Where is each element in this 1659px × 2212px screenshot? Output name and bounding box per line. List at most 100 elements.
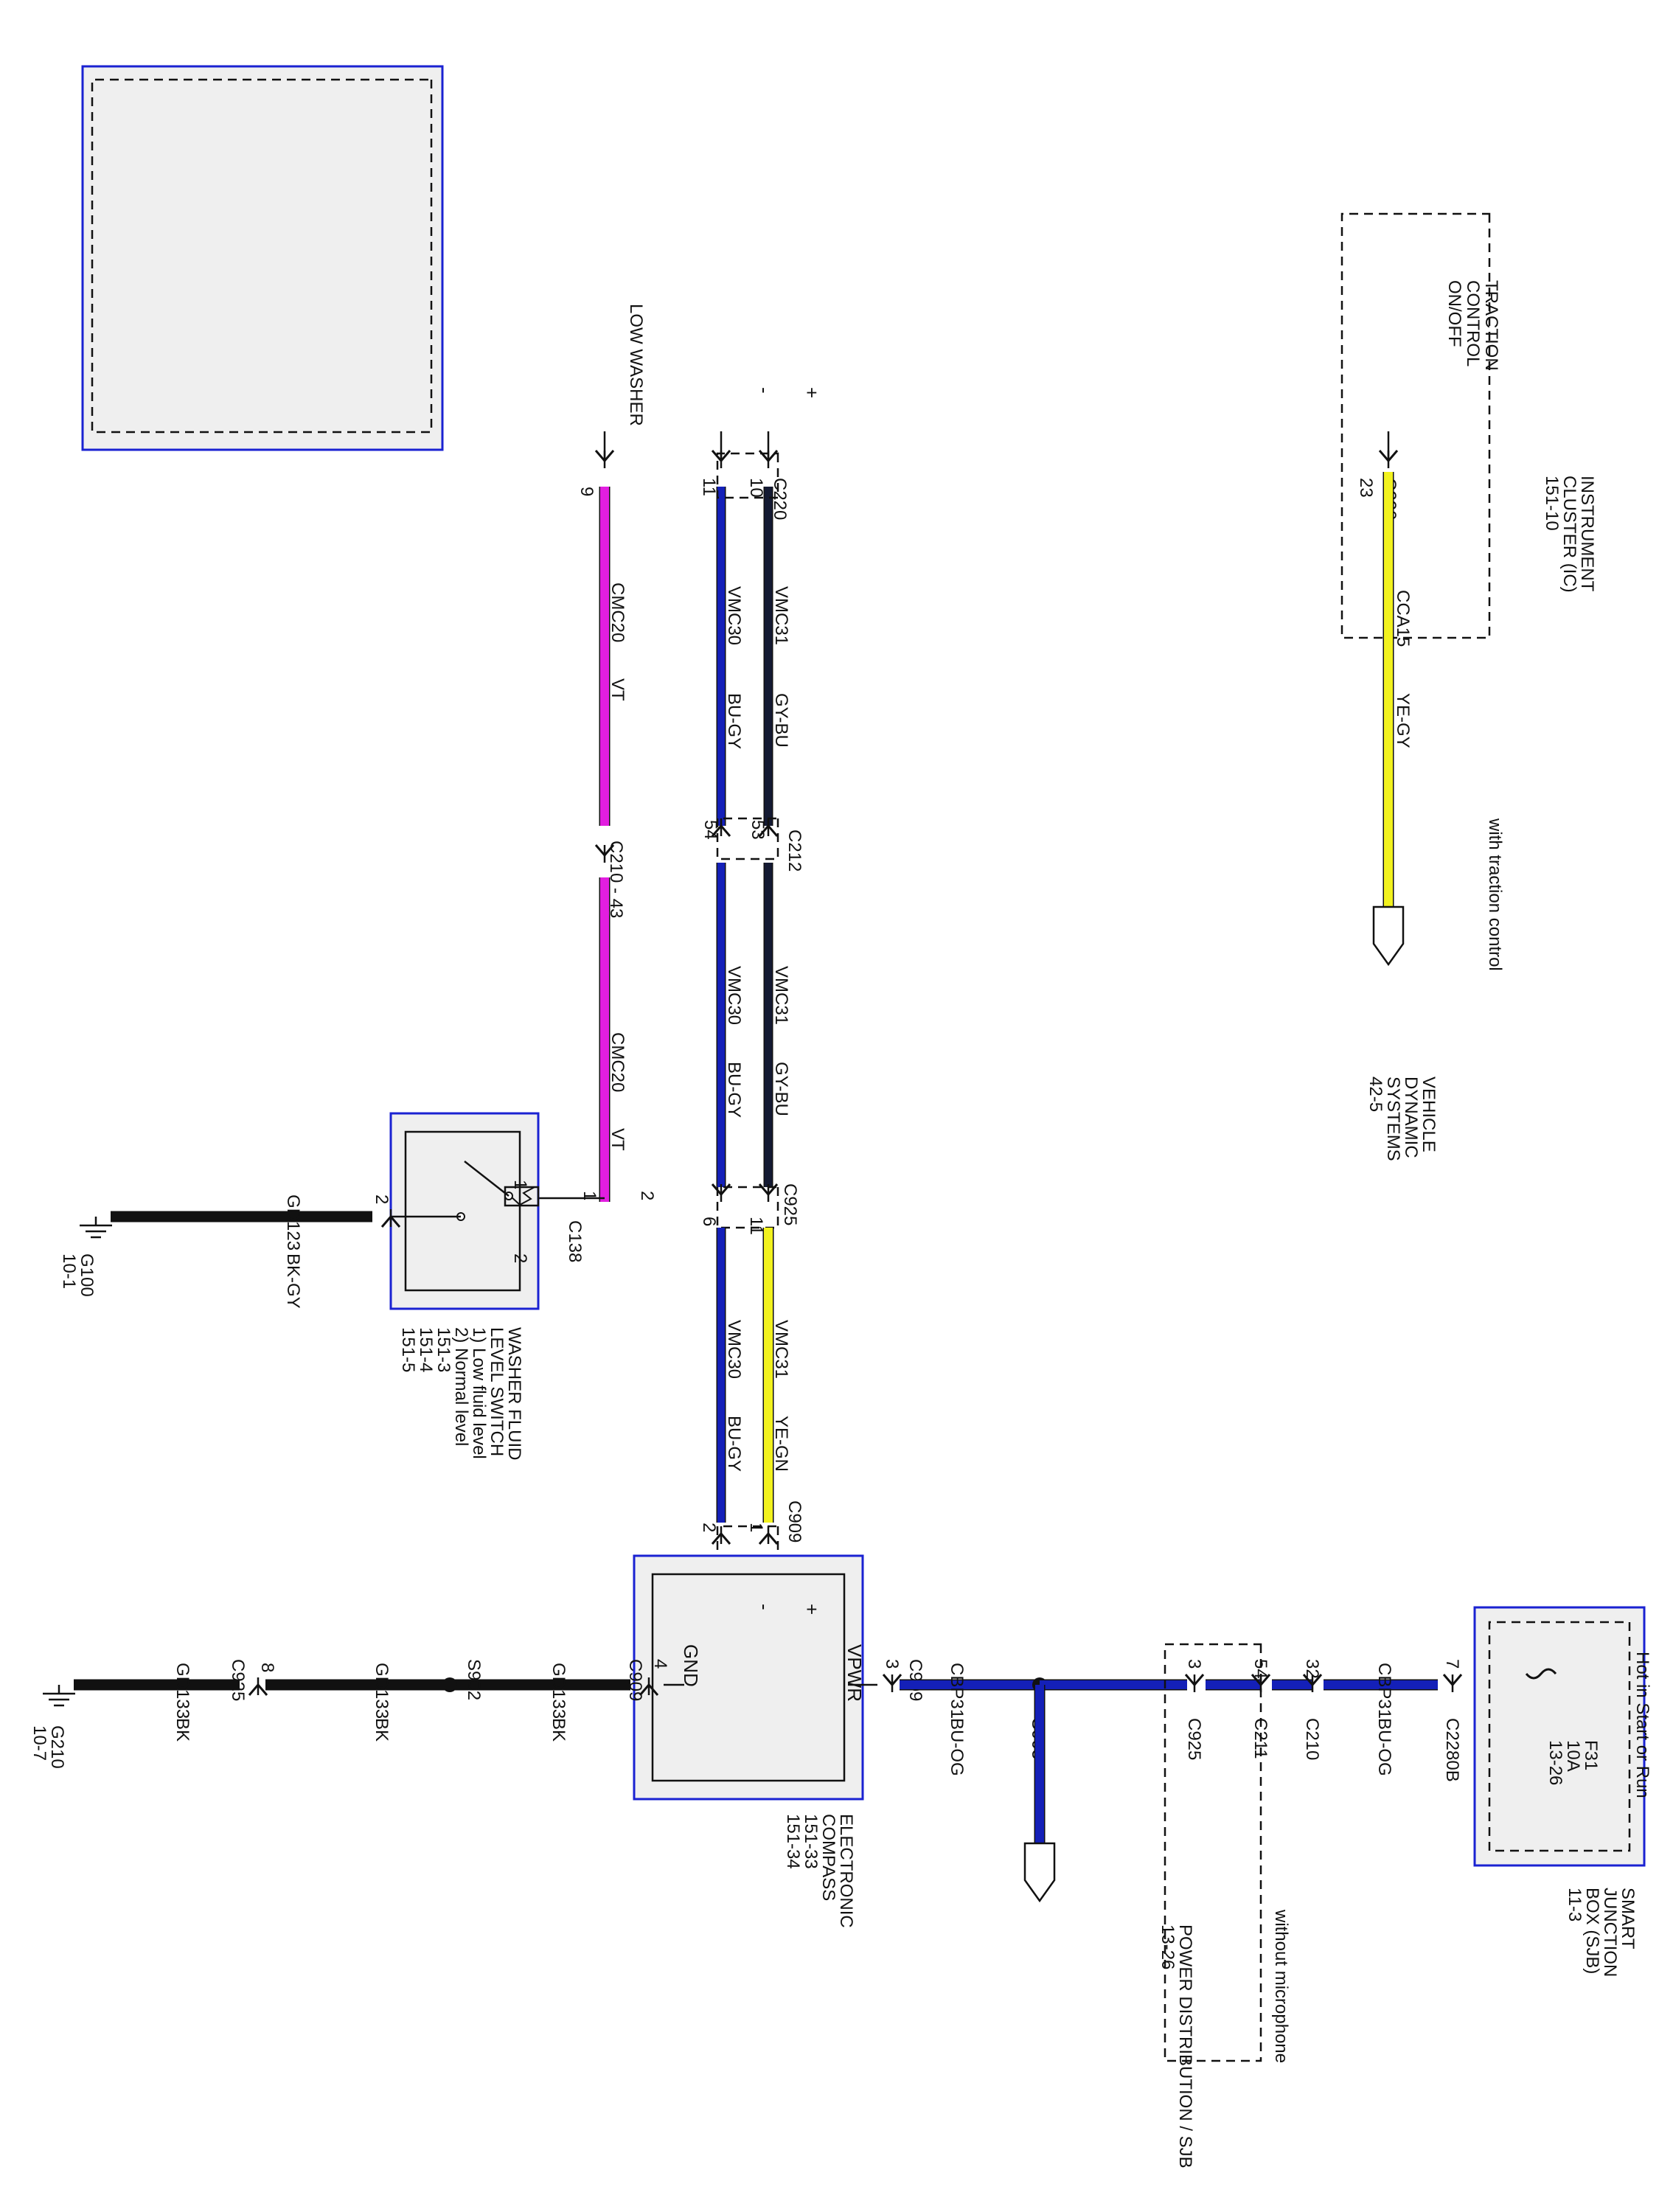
washer-switch-arm [464,1161,509,1197]
c925-mid-label: C925 [780,1183,800,1225]
vehicle-dynamic-systems-arrow [1372,905,1405,967]
c138-pin2-label: 2 [510,1253,530,1263]
cbp31-b-color: BU-OG [1374,1718,1394,1776]
gd133-b-color: BK [372,1718,392,1742]
c138-label: C138 [565,1220,585,1262]
c220-pin10-label: 10 [746,478,766,498]
cmc20-upper-color: VT [608,678,627,701]
washer-switch-title-line: 151-5 [398,1327,418,1372]
c210-label: C210 [1302,1718,1322,1760]
c220-connector-dash [716,452,779,499]
sjb-inner-dash [1488,1621,1631,1852]
cbp31-a-name: CBP31 [947,1663,967,1719]
c909-pin2-label: 2 [699,1523,719,1532]
electronic-compass-title-line: 151-34 [783,1814,803,1869]
washer-switch-inner [404,1130,521,1292]
cbp31-b-name: CBP31 [1374,1663,1394,1719]
vmc30-a-name: VMC30 [724,586,744,645]
traction-control-label-line: CONTROL [1463,280,1483,366]
instrument-cluster-title-line: 151-10 [1542,476,1562,531]
c212-label: C212 [785,830,804,872]
vmc31-a-name: VMC31 [771,586,791,645]
cmc20-lower-color: VT [608,1128,627,1151]
washer-switch-title-line: 1) Low fluid level [469,1327,489,1459]
washer-switch-title-line: 151-3 [434,1327,453,1372]
c925-pin6-label: 6 [699,1217,719,1226]
switch-pos2-label: 2 [637,1191,657,1200]
c925-pin3-label: 3 [1184,1659,1204,1669]
ic-plus-pin-label: + [801,387,823,398]
switch-pos1-label: 1 [580,1191,599,1200]
compass-vpwr-label: VPWR [844,1644,866,1702]
sjb-title-line: JUNCTION [1600,1888,1620,1977]
cmc20-lower-name: CMC20 [608,1032,627,1092]
c138-g-pin2-label: 2 [372,1194,392,1204]
sjb-title-line: 11-3 [1565,1888,1585,1921]
vehicle-dynamic-systems-label-line: SYSTEMS [1383,1077,1403,1161]
traction-control-label-line: ON/OFF [1444,280,1464,347]
gd123-name: GD123 [283,1194,303,1251]
instrument-cluster-title-line: INSTRUMENT [1577,476,1597,592]
s902-label: S902 [464,1659,484,1700]
f31-fuse-label-line: F31 [1581,1740,1601,1770]
g100-label-line: 10-1 [59,1253,79,1289]
instrument-cluster-inner-dash [91,78,433,434]
sjb-title-line: SMART [1618,1888,1638,1950]
gd123-color: BK-GY [283,1253,303,1309]
without-microphone-note: without microphone [1271,1909,1291,2063]
c220-pin9-label: 9 [577,487,597,496]
low-washer-label: LOW WASHER [626,304,646,426]
g100-label-line: G100 [77,1253,97,1297]
cbp31-a-color: BU-OG [947,1718,967,1776]
gd133-a-color: BK [549,1718,568,1742]
vmc30-c-color: BU-GY [724,1416,744,1472]
c909-pin1-label: 1 [746,1523,766,1532]
washer-switch-title-line: LEVEL SWITCH [487,1327,507,1456]
c212-connector-dash [716,817,779,860]
washer-switch-resistor-zigzag [509,1186,535,1206]
c909-top-label: C909 [785,1500,804,1543]
hot-in-start-or-run-label: Hot in Start or Run [1632,1652,1652,1798]
c210-pin32-label: 32 [1302,1659,1322,1679]
instrument-cluster-module [81,65,444,451]
cca15-name-label: CCA15 [1393,590,1413,647]
vmc30-b-color: BU-GY [724,1062,744,1118]
power-distribution-label-line: POWER DISTRIBUTION / SJB [1175,1924,1195,2168]
vehicle-dynamic-systems-label-line: 42-5 [1366,1077,1385,1112]
vmc30-c-name: VMC30 [724,1320,744,1379]
vmc31-b-color: GY-BU [771,1062,791,1116]
g210-label-line: 10-7 [29,1725,49,1761]
c2280b-pin7-label: 7 [1442,1659,1462,1669]
c212-pin54-label: 54 [700,820,720,840]
washer-switch-title-line: 2) Normal level [451,1327,471,1446]
vmc30-b-name: VMC30 [724,966,744,1025]
vmc31-b-name: VMC31 [771,966,791,1025]
power-distribution-arrow [1023,1842,1056,1903]
gd133-a-name: GD133 [549,1663,568,1719]
washer-switch-title-line: 151-4 [416,1327,436,1372]
c909-pin3-label: 3 [882,1659,902,1669]
electronic-compass-inner [651,1573,846,1782]
compass-gnd-label: GND [680,1644,702,1687]
f31-fuse-label-line: 10A [1563,1740,1583,1772]
traction-control-dash-box [1340,212,1491,639]
vmc31-a-color: GY-BU [771,693,791,748]
power-distribution-label-line: 13-26 [1158,1924,1178,1969]
vmc30-a-color: BU-GY [724,693,744,749]
vehicle-dynamic-systems-label-line: VEHICLE [1419,1077,1439,1152]
traction-control-label-line: TRACTION [1481,280,1501,371]
electronic-compass-title-line: ELECTRONIC [836,1814,856,1928]
f31-fuse-symbol [1525,1668,1557,1680]
c220-pin23-label: 23 [1356,478,1376,498]
c909-pin4-label: 4 [650,1659,670,1669]
c212-pin53-label: 53 [748,820,768,840]
gd133-b-name: GD133 [372,1663,392,1719]
cmc20-upper-name: CMC20 [608,582,627,642]
instrument-cluster-title-line: CLUSTER (IC) [1559,476,1579,593]
c925-pin8-label: 8 [257,1663,277,1672]
with-traction-control-note: with traction control [1485,818,1505,971]
vmc31-c-name: VMC31 [771,1320,791,1379]
gd133-c-color: BK [173,1718,192,1742]
sjb-title-line: BOX (SJB) [1582,1888,1602,1974]
